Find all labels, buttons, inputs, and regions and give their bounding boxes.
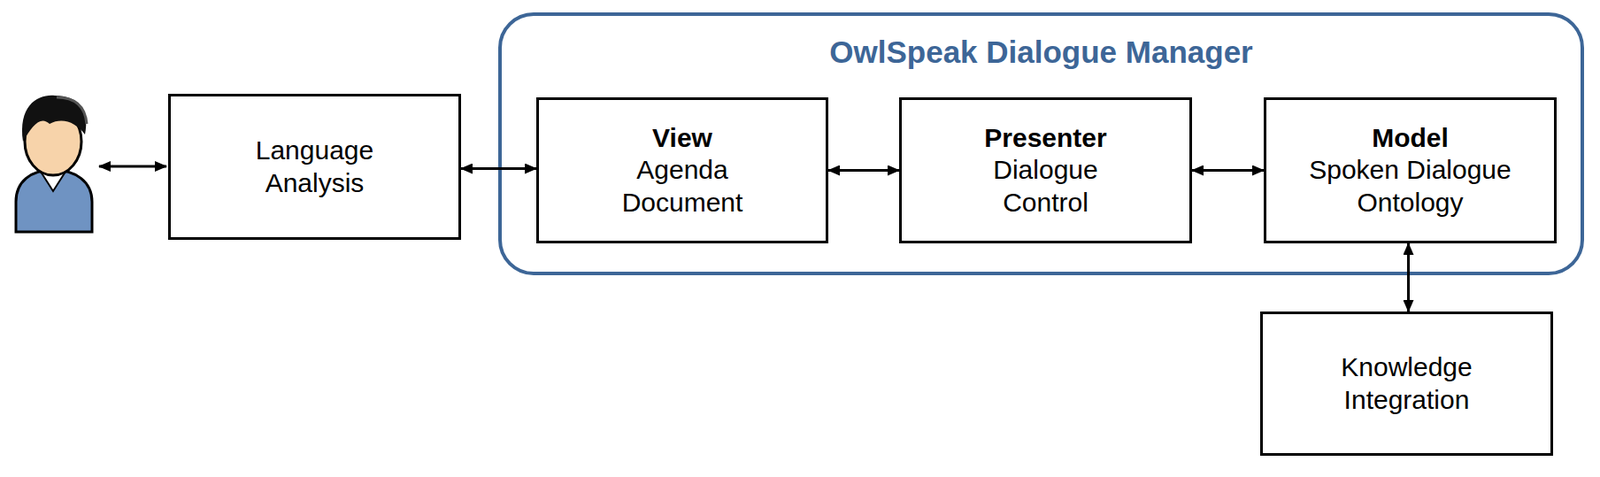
process-box: Knowledge Integration xyxy=(1260,311,1554,456)
box-heading: View xyxy=(652,122,713,155)
double-arrow-connector xyxy=(461,167,537,170)
double-arrow-connector xyxy=(828,169,900,172)
box-heading: Presenter xyxy=(984,122,1107,155)
box-heading: Model xyxy=(1371,122,1449,155)
box-label: Dialogue Control xyxy=(968,153,1124,219)
box-label: Knowledge Integration xyxy=(1318,351,1496,416)
process-box: ModelSpoken Dialogue Ontology xyxy=(1263,97,1557,244)
box-label: Spoken Dialogue Ontology xyxy=(1286,153,1535,219)
box-label: Language Analysis xyxy=(235,134,395,200)
group-container: ViewAgenda Document PresenterDialogue Con… xyxy=(498,12,1585,276)
process-box: PresenterDialogue Control xyxy=(899,97,1193,244)
double-arrow-connector xyxy=(1407,243,1410,312)
group-title: OwlSpeak Dialogue Manager xyxy=(501,33,1581,72)
user-icon xyxy=(15,95,93,232)
double-arrow-connector xyxy=(1192,169,1264,172)
user-connector xyxy=(99,165,167,169)
process-box: Language Analysis xyxy=(168,93,462,240)
process-box: ViewAgenda Document xyxy=(536,97,829,244)
box-label: Agenda Document xyxy=(605,153,761,219)
